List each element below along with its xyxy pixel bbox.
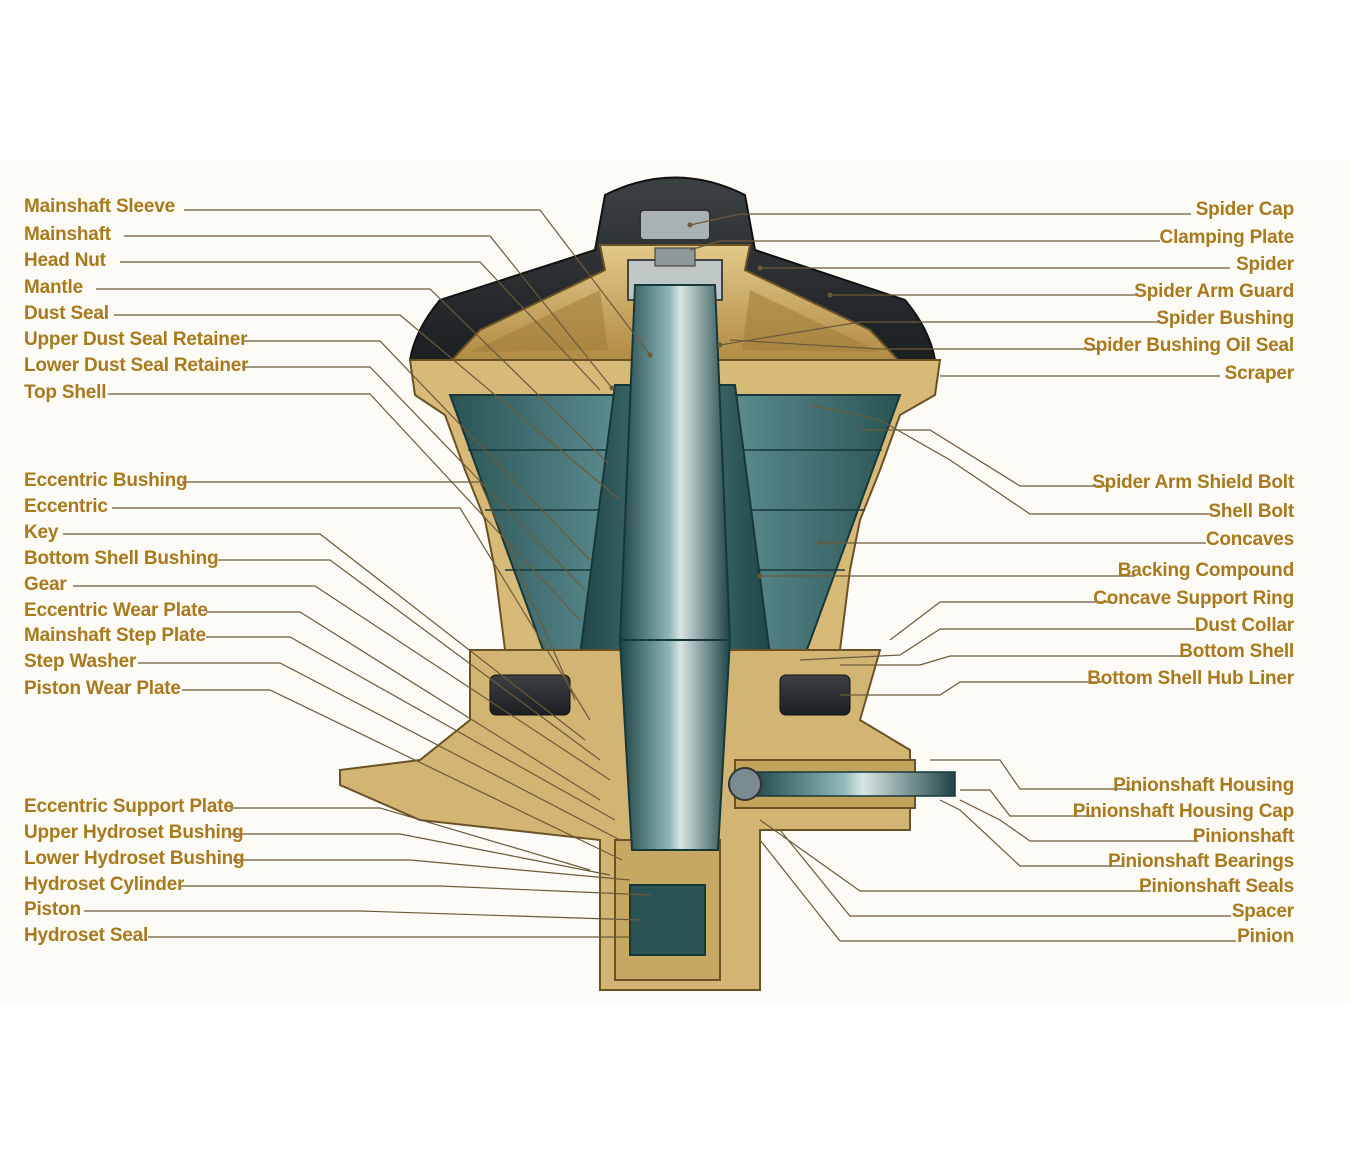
label-mainshaft: Mainshaft: [24, 224, 111, 245]
label-scraper: Scraper: [1224, 363, 1295, 384]
label-eccentric-bushing: Eccentric Bushing: [24, 470, 188, 491]
spider-cap: [639, 209, 711, 267]
label-hydroset-cylinder: Hydroset Cylinder: [24, 874, 185, 895]
label-clamping-plate: Clamping Plate: [1159, 227, 1295, 248]
label-backing-compound: Backing Compound: [1117, 560, 1294, 581]
label-pinionshaft-bearings: Pinionshaft Bearings: [1107, 851, 1294, 872]
label-shell-bolt: Shell Bolt: [1208, 501, 1294, 522]
concaves: [448, 394, 902, 656]
label-dust-seal: Dust Seal: [24, 303, 109, 324]
label-top-shell: Top Shell: [24, 382, 107, 403]
label-mainshaft-step-plate: Mainshaft Step Plate: [24, 625, 206, 646]
pinionshaft-housing: [728, 759, 956, 809]
label-pinionshaft-housing: Pinionshaft Housing: [1113, 775, 1294, 796]
label-upper-dust-seal-retainer: Upper Dust Seal Retainer: [24, 329, 248, 350]
label-concaves: Concaves: [1205, 529, 1294, 550]
label-eccentric: Eccentric: [24, 496, 108, 517]
hydroset-cylinder: [614, 839, 721, 981]
label-pinionshaft-seals: Pinionshaft Seals: [1139, 876, 1294, 897]
leader-lines-left: [63, 209, 651, 938]
mainshaft: [618, 259, 732, 851]
label-lower-dust-seal-retainer: Lower Dust Seal Retainer: [24, 355, 249, 376]
label-lower-hydroset-bushing: Lower Hydroset Bushing: [24, 848, 245, 869]
label-spider-bushing: Spider Bushing: [1156, 308, 1294, 329]
leader-lines-right: [689, 213, 1236, 942]
label-eccentric-wear-plate: Eccentric Wear Plate: [24, 600, 208, 621]
label-upper-hydroset-bushing: Upper Hydroset Bushing: [24, 822, 244, 843]
label-step-washer: Step Washer: [24, 651, 137, 672]
label-gear: Gear: [24, 574, 67, 595]
label-head-nut: Head Nut: [24, 250, 106, 271]
label-spider-bushing-oil-seal: Spider Bushing Oil Seal: [1083, 335, 1294, 356]
label-spider-arm-guard: Spider Arm Guard: [1134, 281, 1294, 302]
label-piston-wear-plate: Piston Wear Plate: [24, 678, 181, 699]
label-spider: Spider: [1236, 254, 1294, 275]
label-spider-cap: Spider Cap: [1195, 199, 1295, 220]
label-mantle: Mantle: [24, 277, 83, 298]
label-key: Key: [24, 522, 59, 543]
label-concave-support-ring: Concave Support Ring: [1093, 588, 1294, 609]
label-hydroset-seal: Hydroset Seal: [24, 925, 149, 946]
label-eccentric-support-plate: Eccentric Support Plate: [24, 796, 234, 817]
label-pinion: Pinion: [1237, 926, 1294, 947]
label-mainshaft-sleeve: Mainshaft Sleeve: [24, 196, 175, 217]
label-pinionshaft-housing-cap: Pinionshaft Housing Cap: [1072, 801, 1294, 822]
label-pinionshaft: Pinionshaft: [1192, 826, 1294, 847]
label-spider-arm-shield-bolt: Spider Arm Shield Bolt: [1092, 472, 1294, 493]
label-bottom-shell-bushing: Bottom Shell Bushing: [24, 548, 219, 569]
bottom-shell: [339, 649, 911, 991]
label-piston: Piston: [24, 899, 81, 920]
label-dust-collar: Dust Collar: [1194, 615, 1294, 636]
label-spacer: Spacer: [1231, 901, 1294, 922]
leader-endpoints: [609, 222, 833, 579]
label-bottom-shell: Bottom Shell: [1179, 641, 1294, 662]
label-bottom-shell-hub-liner: Bottom Shell Hub Liner: [1087, 668, 1294, 689]
